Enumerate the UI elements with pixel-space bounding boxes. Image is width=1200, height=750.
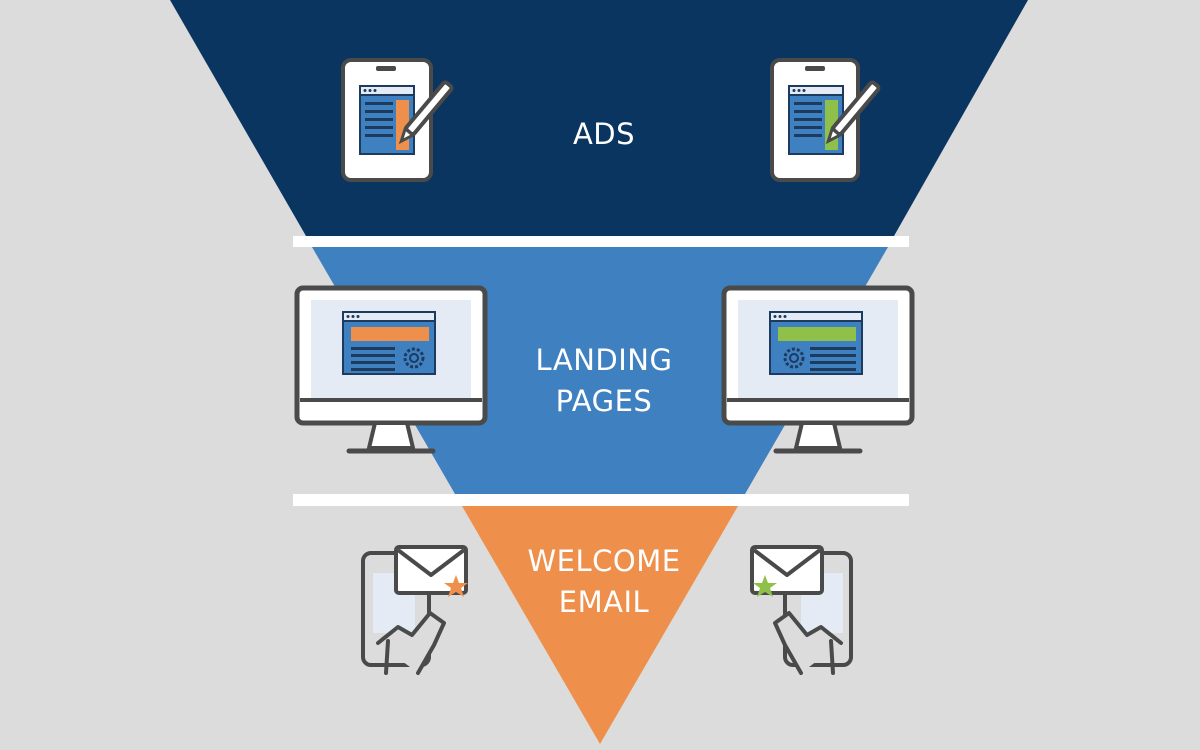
funnel-stage-email	[462, 506, 738, 744]
stage-label-line: PAGES	[555, 384, 653, 418]
stage-label-ads: ADS	[573, 114, 635, 155]
tablet-pen-icon	[770, 58, 881, 182]
stage-label-landing-pages: LANDING PAGES	[536, 340, 673, 422]
stage-label-line: LANDING	[535, 343, 673, 377]
funnel-divider-bottom	[293, 494, 909, 506]
desktop-monitor-icon	[721, 285, 915, 454]
tablet-pen-icon	[341, 58, 454, 182]
stage-label-line: WELCOME	[527, 544, 681, 578]
desktop-monitor-icon	[294, 285, 488, 454]
phone-email-icon	[361, 545, 468, 675]
stage-label-welcome-email: WELCOME EMAIL	[527, 541, 680, 623]
funnel-divider-top	[293, 236, 909, 247]
stage-label-line: ADS	[572, 117, 636, 151]
stage-label-line: EMAIL	[558, 585, 650, 619]
phone-email-icon	[750, 545, 853, 675]
